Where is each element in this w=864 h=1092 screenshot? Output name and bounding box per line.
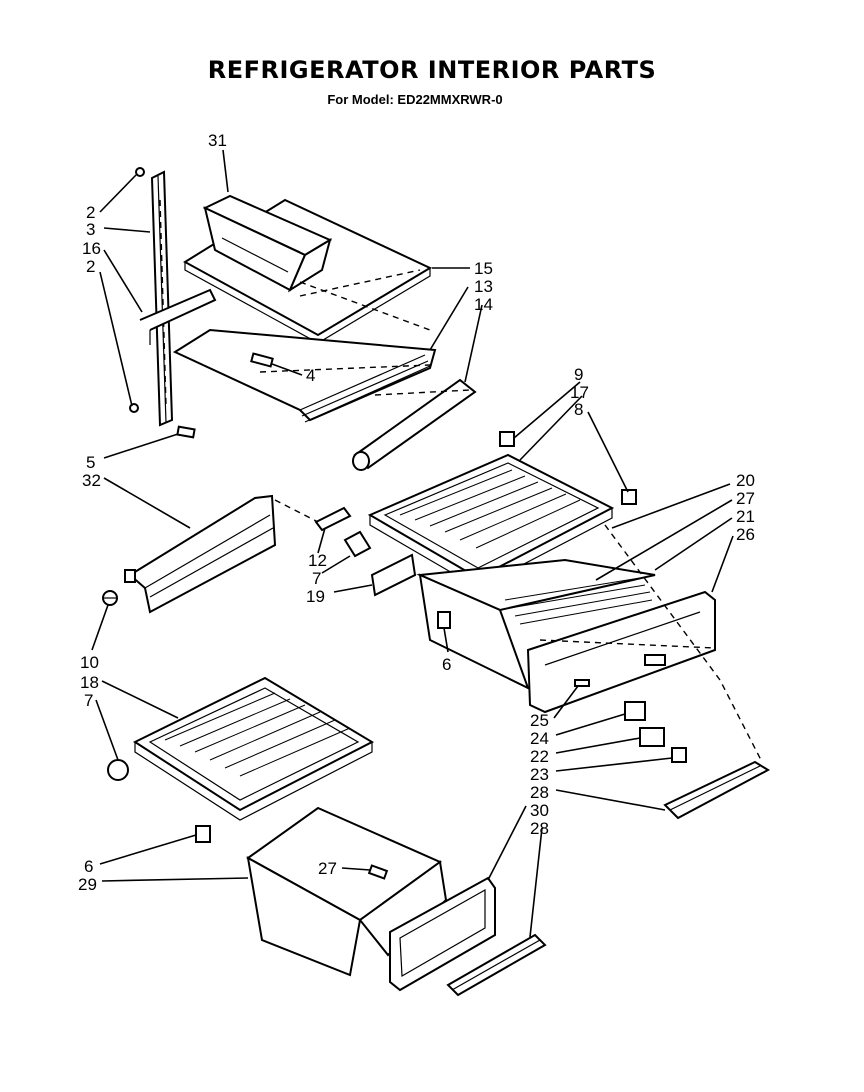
support-9: [499, 431, 515, 447]
callout-32: 32: [82, 471, 101, 490]
callout-6-mid: 6: [442, 655, 451, 674]
callout-31: 31: [208, 131, 227, 150]
callout-15: 15: [474, 259, 493, 278]
screw-25: [574, 679, 590, 687]
callout-29: 29: [78, 875, 97, 894]
control-23: [671, 747, 687, 763]
bracket-6a: [437, 611, 451, 629]
trim-28b: [446, 933, 547, 997]
callout-8: 8: [574, 400, 583, 419]
callout-13: 13: [474, 277, 493, 296]
callout-28-right: 28: [530, 783, 549, 802]
bracket-10: [102, 590, 118, 606]
control-24: [624, 701, 646, 721]
screw-5: [176, 425, 196, 439]
callout-28-bottom: 28: [530, 819, 549, 838]
bracket-6b: [195, 825, 211, 843]
callout-22: 22: [530, 747, 549, 766]
callout-12: 12: [308, 551, 327, 570]
crisper-bin-31: [202, 194, 333, 293]
callout-25: 25: [530, 711, 549, 730]
callout-19: 19: [306, 587, 325, 606]
callout-26: 26: [736, 525, 755, 544]
callout-7-bottom: 7: [84, 691, 93, 710]
callout-9: 9: [574, 365, 583, 384]
callout-10: 10: [80, 653, 99, 672]
callout-27-top: 27: [736, 489, 755, 508]
callout-5: 5: [86, 453, 95, 472]
drawer-front-26: [526, 590, 716, 714]
callout-23: 23: [530, 765, 549, 784]
callout-4: 4: [306, 366, 315, 385]
screw-4: [250, 352, 274, 368]
leader-lines: [91, 149, 763, 938]
callout-21: 21: [736, 507, 755, 526]
bracket-12: [314, 506, 352, 532]
model-subtitle: For Model: ED22MMXRWR-0: [327, 92, 503, 107]
drawer-20: [416, 558, 656, 690]
control-22: [639, 727, 665, 747]
callout-18: 18: [80, 673, 99, 692]
page-title: REFRIGERATOR INTERIOR PARTS: [207, 56, 657, 84]
callout-3: 3: [86, 220, 95, 239]
callout-labels: 31 2 3 16 2 15 13 14 4 5 32 9 17 8 20 27…: [78, 131, 755, 894]
trim-28a: [663, 760, 771, 820]
shelf-cover-32: [124, 494, 277, 614]
callout-24: 24: [530, 729, 549, 748]
callout-2-bottom: 2: [86, 257, 95, 276]
shelf-18: [132, 676, 375, 821]
callout-6-bottom: 6: [84, 857, 93, 876]
bracket-7b: [107, 759, 129, 781]
callout-17: 17: [570, 383, 589, 402]
bracket-7a: [343, 530, 372, 558]
callout-30: 30: [530, 801, 549, 820]
callout-20: 20: [736, 471, 755, 490]
shelf-frame-13: [139, 288, 437, 423]
support-8: [621, 489, 637, 505]
callout-14: 14: [474, 295, 493, 314]
drawer-front-30: [389, 876, 496, 992]
shelf-rail-3: [129, 167, 174, 427]
trim-bar-14: [352, 378, 477, 471]
screw-27b: [367, 864, 389, 880]
drawer-29: [246, 806, 448, 977]
callout-7-mid: 7: [312, 569, 321, 588]
callout-27-bottom: 27: [318, 859, 337, 878]
rail-19: [370, 553, 417, 597]
callout-2-top: 2: [86, 203, 95, 222]
callout-16: 16: [82, 239, 101, 258]
